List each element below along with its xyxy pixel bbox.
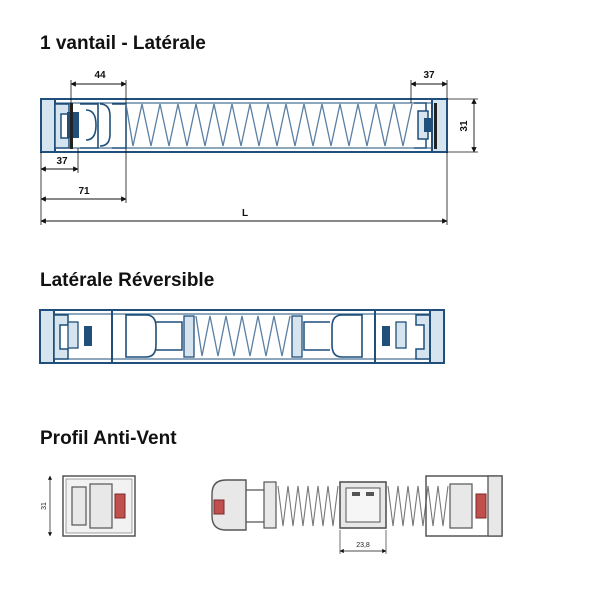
reversible-center-left xyxy=(125,314,195,358)
spring-antivent-right xyxy=(387,485,449,527)
dimension-L: L xyxy=(40,152,448,225)
antivent-assembly: 23,8 xyxy=(211,475,503,554)
dimension-37-left-label: 37 xyxy=(56,156,68,167)
dimension-31-label: 31 xyxy=(459,120,470,132)
dimension-31: 31 xyxy=(447,98,478,153)
dimension-44: 44 xyxy=(70,70,127,103)
dimension-37-right-label: 37 xyxy=(423,70,435,81)
section-title-reversible: Latérale Réversible xyxy=(40,270,215,291)
antivent-dimension-31-label: 31 xyxy=(41,502,48,510)
diagram-lateral: 44 37 31 37 71 xyxy=(40,70,478,225)
spring-lateral xyxy=(125,103,413,147)
profile-frame-outer xyxy=(40,98,448,153)
dimension-L-label: L xyxy=(242,208,248,219)
dimension-37-right: 37 xyxy=(410,70,448,103)
antivent-dimension-23-8-label: 23,8 xyxy=(356,542,370,549)
diagram-reversible xyxy=(39,309,445,364)
dimension-44-label: 44 xyxy=(94,70,106,81)
antivent-small-profile: 31 xyxy=(41,475,136,537)
profile-frame-inner xyxy=(44,102,444,149)
section-title-lateral: 1 vantail - Latérale xyxy=(40,33,206,54)
reversible-right-rail xyxy=(374,309,445,364)
dimension-71-label: 71 xyxy=(78,186,90,197)
left-rail-profile xyxy=(40,98,127,153)
spring-reversible xyxy=(195,315,291,357)
reversible-center-right xyxy=(291,314,363,358)
diagram-antivent: 31 23,8 xyxy=(41,475,503,554)
right-rail-profile xyxy=(414,98,448,153)
dimension-71: 71 xyxy=(40,148,127,203)
spring-antivent-left xyxy=(277,485,339,527)
section-title-antivent: Profil Anti-Vent xyxy=(40,428,177,449)
reversible-left-rail xyxy=(39,309,113,364)
dimension-37-left: 37 xyxy=(40,148,79,173)
reversible-frame-inner xyxy=(43,313,441,360)
